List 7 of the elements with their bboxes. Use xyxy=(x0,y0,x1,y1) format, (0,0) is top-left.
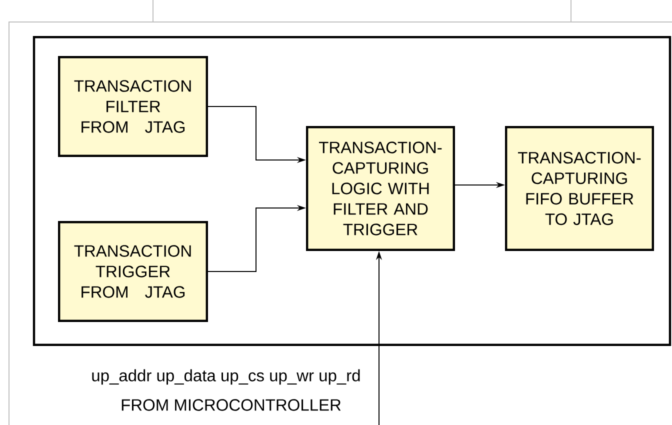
process-box: TRANSACTION FILTER FROM JTAG xyxy=(58,56,208,157)
process-box: TRANSACTION TRIGGER FROM JTAG xyxy=(58,221,208,322)
process-box: TRANSACTION-CAPTURING FIFO BUFFER TO JTAG xyxy=(505,126,654,251)
signal-names: up_addr up_data up_cs up_wr up_rd xyxy=(92,369,360,385)
source-label: FROM MICROCONTROLLER xyxy=(122,399,341,411)
process-box: TRANSACTION-CAPTURING LOGIC WITH FILTER AND TRIGGER xyxy=(306,126,455,251)
outer-box xyxy=(32,36,672,346)
